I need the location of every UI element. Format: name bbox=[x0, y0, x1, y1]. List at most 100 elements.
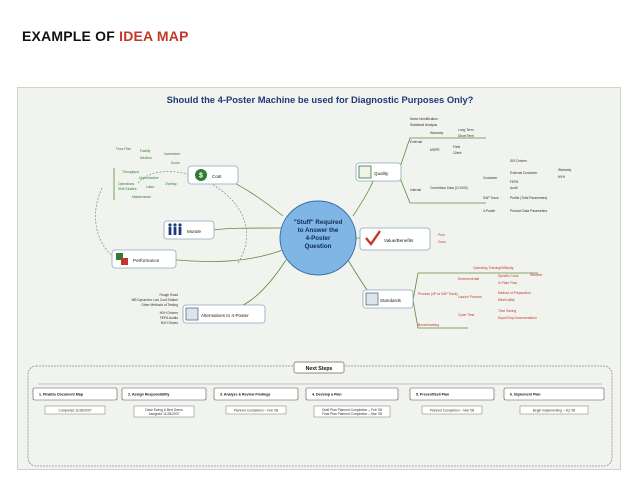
standards-item: In Plant Flow bbox=[498, 281, 518, 285]
standards-item: Operating Training/Difficulty bbox=[473, 266, 514, 270]
step-box-2[interactable]: 2. Assign Responsibility Dave Ewing & Be… bbox=[121, 387, 207, 418]
standards-item: Process (4P vs SAP Track) bbox=[418, 292, 458, 296]
branch-alternatives[interactable]: Alternatives to 4-Poster bbox=[182, 304, 266, 324]
quality-chart-icon bbox=[358, 165, 372, 179]
branch-value-benefits[interactable]: Value/Benefits Pros Cons bbox=[359, 227, 446, 251]
standards-label: Standards bbox=[380, 298, 402, 303]
next-steps-boxes: 1. Finalize Document Map Completed 11/28… bbox=[32, 387, 605, 418]
cost-item: Operations bbox=[118, 182, 134, 186]
heading-accent: IDEA MAP bbox=[119, 28, 189, 44]
branch-standards[interactable]: Standards bbox=[362, 289, 414, 309]
step-detail: Final Plan Planned Completion – Mar '08 bbox=[322, 412, 382, 416]
step-detail: Assigned 11/28/2007 bbox=[149, 412, 180, 416]
step-detail: Completed 11/28/2007 bbox=[58, 408, 91, 412]
standards-item: Dupe/Chip Documentation bbox=[498, 316, 537, 320]
quality-item: External bbox=[410, 140, 422, 144]
people-icon bbox=[168, 223, 182, 235]
step-box-6[interactable]: 6. Implement Plan Begin Implementing – 2… bbox=[503, 387, 605, 415]
quality-item: Warranty bbox=[430, 131, 444, 135]
branch-morale[interactable]: Morale bbox=[163, 220, 215, 240]
alternatives-item: Other Methods of Testing bbox=[141, 303, 178, 307]
step-label: 6. Implement Plan bbox=[510, 393, 541, 397]
cost-item: Investment bbox=[164, 152, 180, 156]
quality-item: Statistical Analysis bbox=[410, 123, 437, 127]
branch-quality[interactable]: Quality bbox=[355, 162, 402, 182]
center-line-1: "Stuff" Required bbox=[294, 219, 343, 226]
step-detail: Planned Completion – Mar '08 bbox=[430, 408, 474, 412]
standards-item: Specific Cond. bbox=[498, 274, 519, 278]
branch-performance[interactable]: Performance bbox=[111, 249, 177, 269]
dashed-link-2 bbox=[137, 171, 247, 264]
step-label: 3. Analyze & Review Findings bbox=[220, 393, 270, 397]
quality-label: Quality bbox=[374, 171, 389, 176]
quality-item: IDS Drivers bbox=[510, 159, 527, 163]
quality-item: Client bbox=[453, 151, 462, 155]
checkmark-icon bbox=[365, 230, 381, 246]
quality-item: NVH bbox=[558, 175, 566, 179]
alternatives-item: FEPA Audits bbox=[160, 316, 178, 320]
quality-item: MSPR bbox=[430, 148, 440, 152]
step-box-5[interactable]: 5. Present/Sell Plan Planned Completion … bbox=[409, 387, 495, 415]
cost-item: Maintenance bbox=[132, 195, 151, 199]
quality-item: 4-Poster bbox=[483, 209, 496, 213]
quality-item: Long Term bbox=[458, 128, 474, 132]
standards-item: Benchmarking bbox=[418, 323, 439, 327]
search-figure-icon bbox=[185, 307, 199, 321]
step-label: 2. Assign Responsibility bbox=[128, 393, 169, 397]
dollar-sign-icon: $ bbox=[199, 173, 203, 180]
morale-label: Morale bbox=[187, 229, 201, 234]
cost-item: Facility bbox=[140, 149, 151, 153]
step-box-1[interactable]: 1. Finalize Document Map Completed 11/28… bbox=[32, 387, 118, 415]
step-label: 1. Finalize Document Map bbox=[39, 393, 84, 397]
cost-item: Labor bbox=[146, 185, 155, 189]
step-label: 4. Develop a Plan bbox=[312, 393, 342, 397]
alternatives-item: NVH Drivers bbox=[160, 311, 179, 315]
quality-item: Short Term bbox=[458, 134, 474, 138]
quality-item: FEPA bbox=[510, 180, 519, 184]
center-node[interactable]: "Stuff" Required to Answer the 4-Poster … bbox=[279, 200, 357, 276]
center-line-2: to Answer the bbox=[298, 227, 339, 234]
cost-items: Floor Plan Facility Investment Medium Do… bbox=[116, 147, 180, 199]
alternatives-item: Rough Road bbox=[159, 293, 178, 297]
alternatives-item: NVH Drives bbox=[161, 321, 179, 325]
cost-item: Doors bbox=[171, 161, 180, 165]
cost-item: Shift Studies bbox=[118, 187, 137, 191]
branch-cost[interactable]: $ Cost bbox=[187, 165, 239, 185]
map-title: Should the 4-Poster Machine be used for … bbox=[167, 94, 474, 105]
performance-icon bbox=[116, 253, 123, 260]
cost-label: Cost bbox=[212, 174, 222, 179]
dashed-link bbox=[95, 187, 119, 261]
performance-label: Performance bbox=[133, 258, 160, 263]
quality-item: Correlation Data (C/1000) bbox=[430, 186, 468, 190]
idea-map: Should the 4-Poster Machine be used for … bbox=[17, 87, 621, 470]
step-detail: Dave Ewing & Bert Geers bbox=[145, 408, 183, 412]
quality-item: Internal bbox=[410, 188, 421, 192]
quality-items: Noise Identification Statistical Analysi… bbox=[410, 117, 572, 213]
center-line-4: Question bbox=[305, 243, 332, 250]
idea-map-canvas: Should the 4-Poster Machine be used for … bbox=[27, 94, 613, 467]
step-box-3[interactable]: 3. Analyze & Review Findings Planned Com… bbox=[213, 387, 299, 415]
cost-item: Throughput bbox=[122, 170, 139, 174]
cost-item: Floor Plan bbox=[116, 147, 131, 151]
value-item-cons: Cons bbox=[438, 240, 446, 244]
next-steps-section: Next Steps bbox=[27, 361, 613, 467]
alternatives-items: Rough Road MB Dynamics Low Cost Shaker O… bbox=[132, 293, 179, 325]
quality-item: SAP Track bbox=[483, 196, 499, 200]
quality-item: Warranty bbox=[558, 168, 572, 172]
standards-item: Launch Process bbox=[458, 295, 482, 299]
alternatives-item: MB Dynamics Low Cost Shaker bbox=[132, 298, 179, 302]
standards-item: Environmental bbox=[458, 277, 479, 281]
center-line-3: 4-Poster bbox=[306, 235, 331, 242]
quality-item: Customer bbox=[483, 176, 498, 180]
quality-item: Noise Identification bbox=[410, 117, 438, 121]
step-detail: Draft Plan Planned Completion – Feb '08 bbox=[322, 408, 382, 412]
cost-item: Medium bbox=[140, 156, 152, 160]
cost-item: Unproductive bbox=[139, 176, 159, 180]
next-steps-title: Next Steps bbox=[306, 366, 333, 372]
step-label: 5. Present/Sell Plan bbox=[416, 393, 449, 397]
step-box-4[interactable]: 4. Develop a Plan Draft Plan Planned Com… bbox=[305, 387, 399, 418]
step-detail: Begin Implementing – 2Q '08 bbox=[533, 408, 576, 412]
standards-item: Time Saving bbox=[498, 309, 516, 313]
standards-items: Operating Training/Difficulty Specific C… bbox=[418, 266, 543, 327]
standards-item: Mesh/utility bbox=[498, 298, 515, 302]
